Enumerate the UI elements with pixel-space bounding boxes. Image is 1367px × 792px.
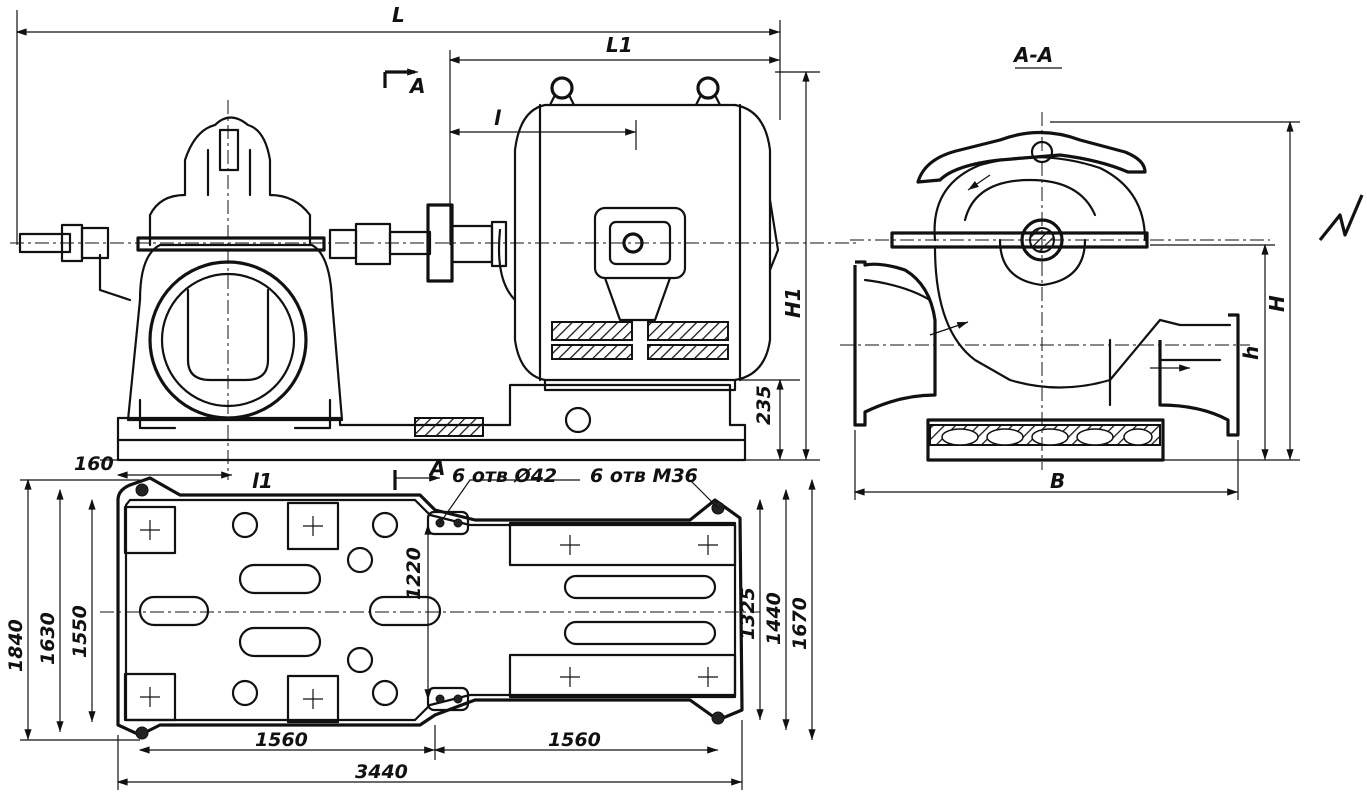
dim-235: 235 [753, 385, 775, 425]
dimension-lines-section [853, 120, 1364, 500]
dim-l1: l1 [252, 469, 273, 493]
vent-grill [551, 321, 729, 360]
dim-1440: 1440 [763, 592, 785, 645]
section-letter-plan: A [428, 456, 445, 480]
section-title: A-A [1012, 43, 1053, 67]
section-letter-top: A [408, 74, 425, 98]
dim-B: B [1050, 469, 1065, 493]
dim-1630: 1630 [37, 612, 59, 665]
section-a-a [840, 67, 1270, 470]
dim-1840: 1840 [5, 619, 27, 672]
dim-1550: 1550 [69, 605, 91, 658]
dim-L: L [392, 3, 405, 27]
dimension-lines-plan [20, 470, 816, 790]
mount-holes [231, 511, 399, 707]
dim-H: H [1265, 295, 1289, 312]
dim-l: l [494, 106, 502, 130]
dim-h: h [1239, 346, 1263, 360]
pump-front-view [18, 100, 747, 480]
dim-1560-right: 1560 [548, 729, 601, 751]
dim-3440: 3440 [355, 761, 408, 783]
dim-L1: L1 [606, 33, 633, 57]
holes-m36-note: 6 отв М36 [590, 465, 698, 487]
dim-1670: 1670 [789, 597, 811, 650]
motor-front-view [497, 76, 780, 392]
section-mark-top: A [383, 68, 425, 98]
dim-1220: 1220 [403, 547, 425, 600]
dim-1325: 1325 [737, 587, 759, 640]
dim-1560-left: 1560 [255, 729, 308, 751]
dim-160: 160 [74, 453, 114, 475]
dim-H1: H1 [781, 287, 805, 318]
labels: L L1 l l1 160 235 H1 A 6 отв Ø42 6 отв М… [5, 3, 1289, 783]
holes-42-note: 6 отв Ø42 [452, 465, 557, 487]
base-plate-plan [100, 476, 760, 740]
